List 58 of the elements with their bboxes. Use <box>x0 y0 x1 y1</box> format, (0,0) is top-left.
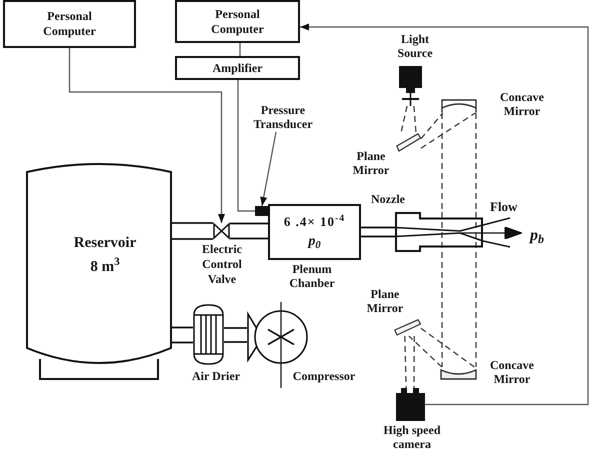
signal-line <box>237 80 255 212</box>
pressure-transducer-symbol <box>255 206 269 216</box>
signal-line <box>239 43 241 56</box>
computer-box <box>175 0 300 43</box>
pipe <box>230 222 268 240</box>
component-label: Plenum Chanber <box>288 262 336 290</box>
light-beam <box>400 106 408 134</box>
amplifier-box <box>175 56 300 80</box>
plenum-chamber-box <box>268 204 361 260</box>
light-beam <box>420 328 475 368</box>
flow-label: Flow <box>490 198 518 216</box>
pipe <box>172 222 213 240</box>
component-label: Nozzle <box>370 192 406 206</box>
air-drier-symbol <box>193 304 224 365</box>
light-beam <box>413 106 417 134</box>
pipe <box>224 327 248 343</box>
plane-mirror-symbol <box>396 133 421 152</box>
reservoir-tank <box>26 163 172 380</box>
light-beam <box>420 112 444 140</box>
leader-arrow <box>260 132 277 206</box>
transducer-label: Pressure Transducer <box>252 103 314 131</box>
nozzle-symbol <box>395 212 483 252</box>
amplifier-label: Amplifier <box>212 60 262 76</box>
component-label: Compressor <box>292 369 356 383</box>
component-label: Light Source <box>396 32 434 60</box>
light-beam <box>475 113 477 212</box>
pipe <box>361 226 395 238</box>
light-source-symbol <box>399 66 422 106</box>
component-label: Concave Mirror <box>499 90 545 118</box>
computer-box <box>3 0 136 48</box>
pressure-ratio: 6 .4× 10$^{-4}$ <box>284 213 346 230</box>
computer-label: Personal Computer <box>42 9 97 39</box>
component-label: Concave Mirror <box>489 358 535 386</box>
volume-label: 8 m$^{3}$ <box>90 257 120 277</box>
light-beam <box>441 252 443 367</box>
component-label: Air Drier <box>190 369 242 383</box>
plane-mirror-symbol <box>394 319 421 336</box>
light-beam <box>404 336 407 388</box>
pressure-symbol: p$_{0}$ <box>308 233 321 251</box>
pipe <box>172 326 193 344</box>
component-label: Plane Mirror <box>366 287 404 315</box>
component-label: High speed camera <box>382 423 442 450</box>
concave-mirror-symbol <box>441 99 477 113</box>
computer-label: Personal Computer <box>210 6 265 36</box>
component-label: Plane Mirror <box>352 149 390 177</box>
component-label: Electric Control Valve <box>201 242 243 287</box>
concave-mirror-symbol <box>440 367 477 380</box>
light-beam <box>475 252 477 367</box>
light-beam <box>408 336 442 368</box>
signal-line <box>300 24 589 406</box>
control-valve-symbol <box>213 223 230 239</box>
tank-label: Reservoir <box>74 234 136 253</box>
camera-symbol <box>396 388 425 421</box>
light-beam <box>420 112 476 149</box>
light-beam <box>413 336 415 388</box>
light-beam <box>441 113 443 212</box>
pressure-label: p$_{b}$ <box>530 226 544 248</box>
signal-line <box>68 48 225 223</box>
